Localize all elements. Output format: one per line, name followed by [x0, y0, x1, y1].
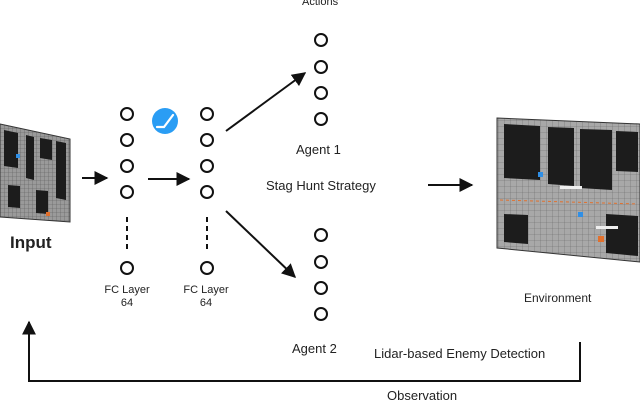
- action-node: [314, 281, 328, 295]
- neuron: [200, 185, 214, 199]
- fc-layer-1: [120, 107, 134, 275]
- action-node: [314, 86, 328, 100]
- fc-layer-2-size: 64: [199, 297, 213, 309]
- action-node: [314, 307, 328, 321]
- detection-label: Lidar-based Enemy Detection: [374, 346, 546, 361]
- observation-loop: [22, 320, 581, 382]
- neuron: [200, 107, 214, 121]
- arrow-to-agent-1: [225, 72, 307, 132]
- neuron: [120, 107, 134, 121]
- arrow-to-agent-2: [225, 210, 297, 278]
- fc-layer-1-size: 64: [120, 297, 134, 309]
- neuron: [120, 159, 134, 173]
- fc-layer-2: [200, 107, 214, 275]
- action-node: [314, 60, 328, 74]
- input-label: Input: [10, 233, 52, 252]
- environment-map-icon: [496, 117, 640, 263]
- actions-label: Actions: [302, 0, 339, 8]
- action-node: [314, 112, 328, 126]
- neuron: [200, 261, 214, 275]
- fc-layer-1-label: FC Layer 64: [97, 284, 157, 310]
- neuron: [120, 133, 134, 147]
- fc-layer-1-name: FC Layer: [104, 284, 150, 296]
- neuron: [200, 133, 214, 147]
- neuron: [120, 261, 134, 275]
- fc-layer-2-name: FC Layer: [183, 284, 229, 296]
- relu-activation-icon: [152, 108, 178, 134]
- fc-layer-2-label: FC Layer 64: [176, 284, 236, 310]
- observation-label: Observation: [387, 388, 458, 403]
- environment-label: Environment: [524, 291, 592, 305]
- agent-2-actions: [314, 228, 328, 321]
- input-map-icon: [0, 123, 71, 223]
- action-node: [314, 228, 328, 242]
- agent-1-actions: [314, 33, 328, 126]
- neuron: [200, 159, 214, 173]
- strategy-label: Stag Hunt Strategy: [266, 178, 376, 193]
- agent-1-label: Agent 1: [296, 142, 341, 157]
- neuron: [120, 185, 134, 199]
- action-node: [314, 255, 328, 269]
- agent-2-label: Agent 2: [292, 341, 337, 356]
- action-node: [314, 33, 328, 47]
